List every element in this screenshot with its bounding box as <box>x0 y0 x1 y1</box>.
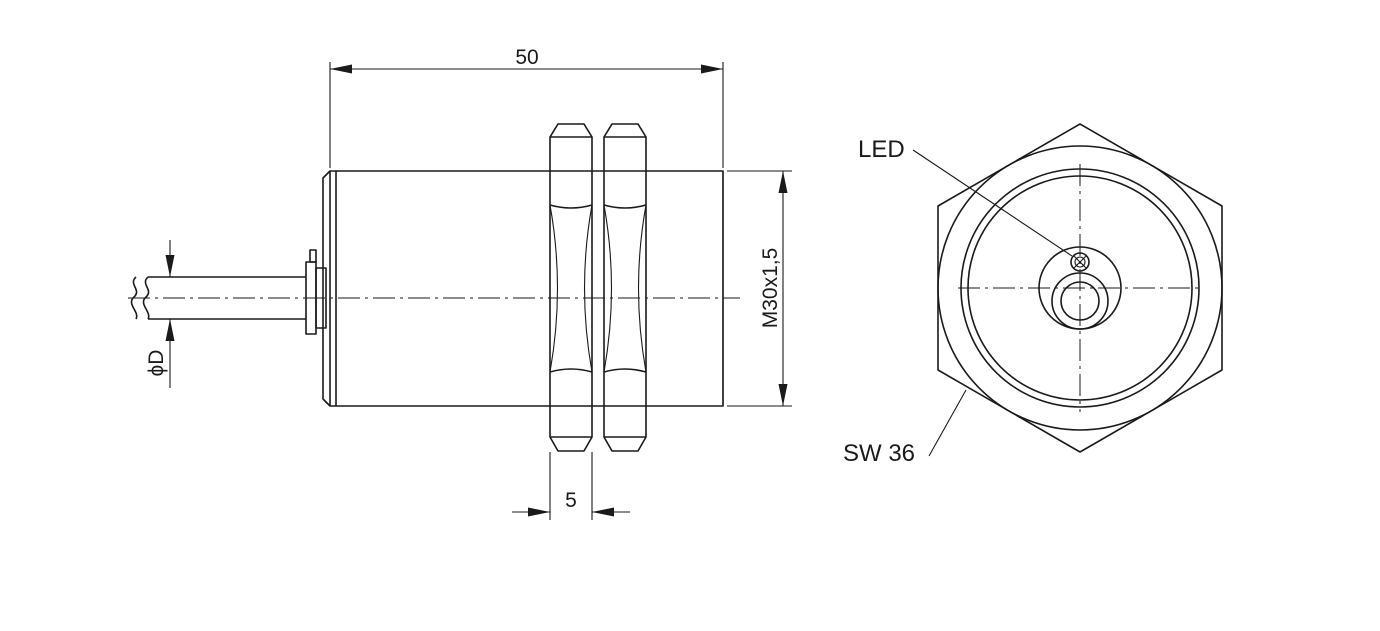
dimension-cable-diameter-label: ϕD <box>145 350 168 377</box>
sensor-body <box>322 170 724 407</box>
hex-nut-2 <box>603 123 647 452</box>
front-circle-outer <box>937 145 1223 431</box>
callout-led-label: LED <box>858 136 905 163</box>
callout-wrench-size-label: SW 36 <box>843 440 915 467</box>
dimension-cable-diameter: ϕD <box>145 240 175 388</box>
dimension-thread: M30x1,5 <box>727 170 792 407</box>
callout-wrench-size: SW 36 <box>843 389 967 467</box>
hex-nut-1 <box>549 123 593 452</box>
dimension-nut-thickness: 5 <box>512 452 630 520</box>
dimension-thread-label: M30x1,5 <box>759 248 782 329</box>
cable <box>130 276 306 320</box>
side-view: 50 M30x1,5 5 ϕD <box>128 46 792 520</box>
dimension-nut-thickness-label: 5 <box>565 489 577 512</box>
dimension-length-label: 50 <box>515 46 538 69</box>
dimension-length: 50 <box>329 46 724 168</box>
front-view: LED SW 36 <box>843 123 1223 467</box>
callout-led: LED <box>858 136 1073 257</box>
hex-outline <box>937 123 1223 453</box>
